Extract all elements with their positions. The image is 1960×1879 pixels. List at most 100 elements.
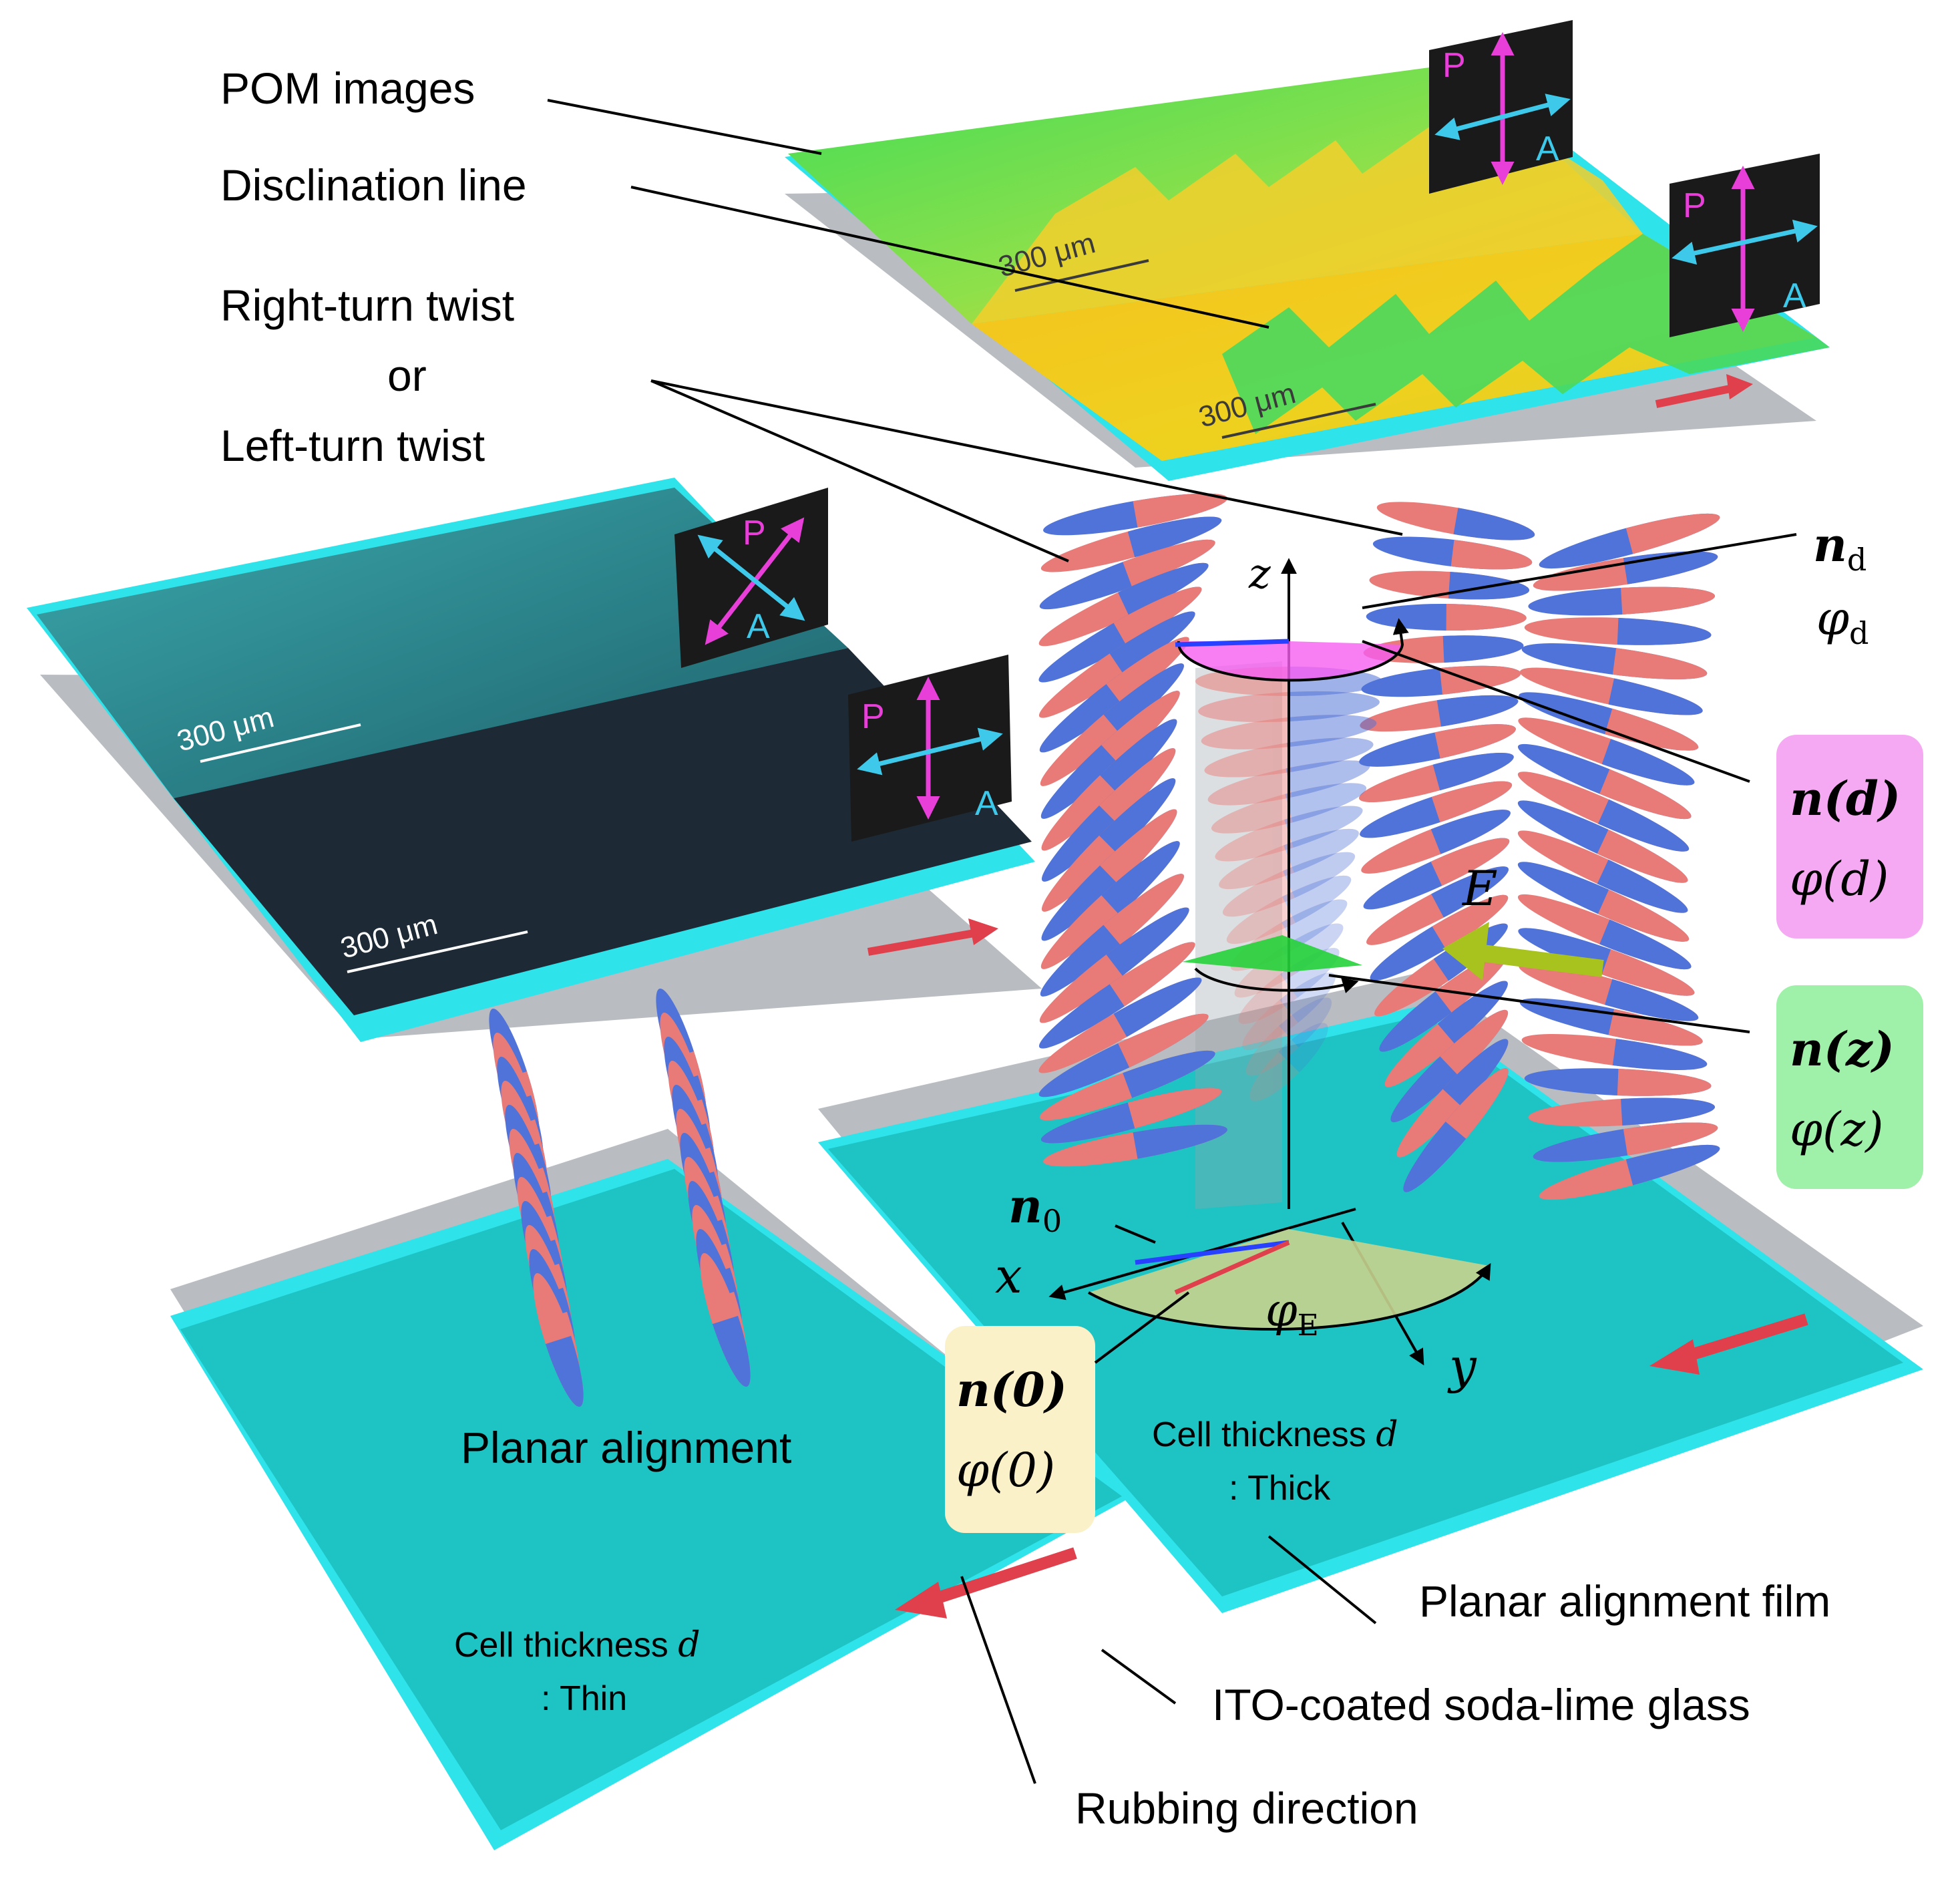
- rubbing-arrow-left-pom: [867, 928, 983, 956]
- twist-label-line2: or: [387, 351, 427, 400]
- disclination-line-label: Disclination line: [220, 160, 527, 210]
- lc-molecule: [1366, 603, 1527, 631]
- scale-bar-line: [1221, 403, 1376, 439]
- lc-molecule: [1517, 743, 1692, 820]
- lc-molecule: [1040, 516, 1222, 572]
- twist-label-line1: Right-turn twist: [220, 281, 514, 330]
- phi-e-arc: [1088, 1262, 1491, 1331]
- n-of-z-label: n(z): [1790, 1021, 1895, 1077]
- ito-glass-label: ITO-coated soda-lime glass: [1212, 1680, 1750, 1729]
- lc-molecule: [1369, 570, 1530, 600]
- lc-molecule: [1041, 778, 1176, 912]
- polarizer-badge: P A: [1429, 20, 1573, 194]
- lc-molecule: [1039, 1050, 1215, 1121]
- lc-molecule: [1519, 667, 1703, 715]
- rubbing-arrow-thin: [920, 1547, 1077, 1609]
- rubbing-arrow-right-pom: [1655, 383, 1738, 408]
- lc-molecule: [1038, 611, 1195, 718]
- polarizer-p-label: P: [861, 697, 885, 736]
- thick-label-line1: Cell thickness d: [1152, 1415, 1398, 1455]
- lc-molecule: [1517, 862, 1690, 942]
- lc-molecule: [1363, 838, 1510, 910]
- lc-molecule: [1533, 1122, 1718, 1162]
- twist-label-line3: Left-turn twist: [220, 421, 485, 470]
- lc-molecule: [1519, 692, 1699, 751]
- lc-molecule: [1038, 1013, 1209, 1097]
- y-axis-label: y: [1447, 1338, 1477, 1394]
- analyzer-a-label: A: [747, 607, 770, 646]
- lc-molecule-stacks: [489, 493, 1720, 1407]
- lc-molecule: [1361, 665, 1521, 697]
- lc-molecule: [1040, 691, 1180, 819]
- n-d-box: n(d) φ(d): [1776, 735, 1923, 938]
- n0-vector: [1135, 1240, 1290, 1265]
- polarizer-p-label: P: [743, 514, 766, 552]
- lc-molecule: [1379, 952, 1508, 1052]
- lc-molecule: [1043, 493, 1227, 536]
- lc-molecule: [1390, 1009, 1509, 1123]
- lc-molecule: [1039, 539, 1215, 610]
- lc-molecule: [1359, 752, 1514, 803]
- rubbing-arrow-thick-head: [1649, 1339, 1700, 1375]
- lc-molecule: [1038, 562, 1209, 647]
- left-pom-images: 300 μm 300 μm P A P A: [27, 478, 1042, 1042]
- polarizer-badge: P A: [1670, 154, 1820, 337]
- lc-molecule: [1528, 1097, 1715, 1127]
- polarizer-p-label: P: [1442, 46, 1466, 85]
- coordinate-axes: z x y φE E: [995, 549, 1604, 1394]
- right-pom-images: 300 μm 300 μm P A P A: [785, 20, 1830, 481]
- n-of-d-label: n(d): [1790, 771, 1901, 826]
- left-pom-plate-dark: [174, 648, 1032, 1015]
- phi-e-label: φE: [1265, 1285, 1319, 1343]
- phi-e-sector: [1089, 1229, 1489, 1329]
- polarizer-badge: P A: [674, 488, 828, 668]
- n-d-label: nd: [1813, 517, 1867, 578]
- rubbing-arrow-left-pom-head: [968, 918, 998, 945]
- lc-molecule: [1359, 724, 1516, 767]
- lc-molecule: [1040, 1087, 1222, 1144]
- callout-lines: [547, 99, 1797, 1784]
- phi-d-sector: [1178, 641, 1402, 681]
- lc-molecule: [1043, 1124, 1227, 1167]
- scale-bar-line: [1014, 259, 1149, 292]
- lc-molecule: [1524, 617, 1712, 645]
- rubbing-arrow-thick: [1674, 1313, 1808, 1365]
- n-of-0-label: n(0): [956, 1362, 1067, 1417]
- lc-molecule: [1041, 719, 1177, 851]
- lc-molecule: [1524, 1068, 1712, 1096]
- analyzer-a-label: A: [1536, 130, 1559, 168]
- lc-molecule: [1518, 717, 1695, 786]
- n-z-box: n(z) φ(z): [1776, 985, 1923, 1189]
- electric-field-arrow: [1471, 943, 1604, 977]
- scale-bar-line: [347, 930, 528, 973]
- lc-molecule: [1041, 809, 1177, 941]
- lc-molecule: [1041, 748, 1176, 882]
- lc-molecule: [1040, 663, 1184, 786]
- lc-molecule: [1517, 800, 1688, 883]
- e-field-label: E: [1461, 860, 1498, 916]
- phi-of-0-label: φ(0): [956, 1443, 1055, 1498]
- pom-images-label: POM images: [220, 63, 475, 113]
- thin-label-line2: : Thin: [541, 1679, 627, 1718]
- planar-alignment-film-label: Planar alignment film: [1419, 1576, 1830, 1626]
- lc-molecule: [1040, 874, 1184, 997]
- lc-molecule: [1521, 643, 1708, 680]
- lc-molecule: [533, 1272, 584, 1407]
- phi-z-arc: [1194, 967, 1359, 993]
- lc-molecule: [1038, 977, 1202, 1073]
- lc-molecule: [1403, 1068, 1509, 1192]
- z-axis-label: z: [1248, 549, 1271, 598]
- thick-label-line2: : Thick: [1229, 1469, 1331, 1508]
- phi-of-z-label: φ(z): [1790, 1102, 1884, 1157]
- lc-molecule: [1519, 963, 1699, 1021]
- planar-alignment-label: Planar alignment: [461, 1423, 791, 1472]
- lc-molecule: [1376, 502, 1535, 540]
- lc-molecule: [1366, 866, 1509, 945]
- left-pom-plate-bright: [37, 488, 848, 798]
- n0-red-vector: [1174, 1240, 1290, 1295]
- n-0-label: n0: [1008, 1178, 1062, 1239]
- lc-molecule: [1396, 1039, 1509, 1158]
- lc-molecule: [1038, 942, 1195, 1049]
